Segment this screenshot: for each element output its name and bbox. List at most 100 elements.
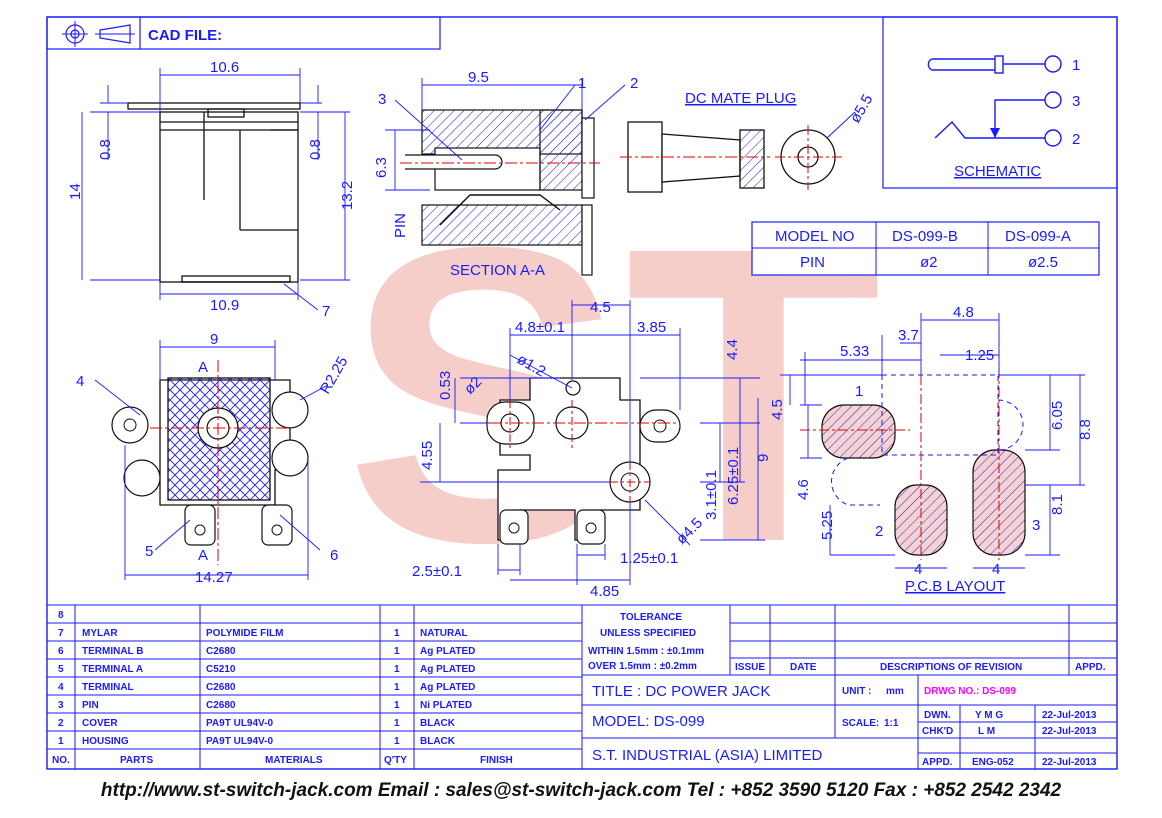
scale-label: SCALE: (842, 718, 879, 729)
section-label: SECTION A-A (450, 262, 545, 279)
dc-mate-plug-label: DC MATE PLUG (685, 90, 796, 107)
tolerance-subtitle: UNLESS SPECIFIED (600, 628, 696, 639)
dim-bottom-4-8: 4.8±0.1 (515, 319, 565, 336)
pin-a-value: ø2.5 (1028, 254, 1058, 271)
schematic-label: SCHEMATIC (954, 163, 1041, 180)
bom-part: TERMINAL (82, 682, 134, 693)
bom-finish: BLACK (420, 736, 456, 747)
revision-date-header: DATE (790, 662, 817, 673)
dim-pcb-3-7: 3.7 (898, 327, 919, 344)
approved-label: APPD. (922, 757, 953, 768)
unit-value: mm (886, 686, 904, 697)
schematic-pin-3: 3 (1072, 93, 1080, 110)
tolerance-title: TOLERANCE (620, 612, 682, 623)
dim-side-height: 14 (67, 183, 84, 200)
bom-qty: 1 (394, 664, 400, 675)
bom-no: 2 (58, 718, 64, 729)
dim-pcb-5-33: 5.33 (840, 343, 869, 360)
pcb-layout-dims (780, 313, 1085, 569)
dim-pcb-8-8: 8.8 (1077, 419, 1094, 440)
cad-file-label: CAD FILE: (148, 27, 222, 44)
bom-finish: BLACK (420, 718, 456, 729)
title-block-text: TOLERANCE UNLESS SPECIFIED WITHIN 1.5mm … (588, 612, 1106, 768)
bom-qty: 1 (394, 682, 400, 693)
dim-pcb-1-25: 1.25 (965, 347, 994, 364)
bom-no: 7 (58, 628, 64, 639)
bottom-view (486, 377, 681, 545)
revision-issue-header: ISSUE (735, 662, 765, 673)
bom-finish: NATURAL (420, 628, 468, 639)
callout-3: 3 (378, 91, 386, 108)
bom-part: HOUSING (82, 736, 129, 747)
pcb-layout-label: P.C.B LAYOUT (905, 578, 1005, 595)
side-view (127, 102, 301, 283)
dim-pcb-4-8: 4.8 (953, 304, 974, 321)
drawing-title: TITLE : DC POWER JACK (592, 683, 770, 700)
approved-date: 22-Jul-2013 (1042, 757, 1097, 768)
checked-label: CHK'D (922, 726, 953, 737)
dim-pcb-5-25: 5.25 (819, 511, 836, 540)
bom-no: 1 (58, 736, 64, 747)
bom-finish: Ag PLATED (420, 682, 475, 693)
scale-value: 1:1 (884, 718, 899, 729)
callout-6: 6 (330, 547, 338, 564)
dc-mate-plug-view (620, 111, 856, 193)
bom-part: PIN (82, 700, 99, 711)
bom-material: POLYMIDE FILM (206, 628, 283, 639)
bom-no: 5 (58, 664, 64, 675)
dim-front-overall: 14.27 (195, 569, 233, 586)
dim-bottom-9: 9 (755, 454, 772, 462)
pcb-pad-2: 2 (875, 523, 883, 540)
model-no-header: MODEL NO (775, 228, 854, 245)
dim-front-width: 9 (210, 331, 218, 348)
bom-qty: 1 (394, 700, 400, 711)
bom-no: 3 (58, 700, 64, 711)
company-name: S.T. INDUSTRIAL (ASIA) LIMITED (592, 747, 822, 764)
dim-side-width-bottom: 10.9 (210, 297, 239, 314)
callout-1: 1 (578, 75, 586, 92)
callout-4: 4 (76, 373, 84, 390)
bom-part: COVER (82, 718, 118, 729)
checked-value: L M (978, 726, 995, 737)
schematic-box: 1 3 2 SCHEMATIC (882, 16, 1118, 189)
bom-material: C2680 (206, 646, 236, 657)
dim-side-height-inner: 13.2 (339, 181, 356, 210)
bom-no: 8 (58, 610, 64, 621)
bom-material: C2680 (206, 700, 236, 711)
dim-bottom-1-25: 1.25±0.1 (620, 550, 678, 567)
tolerance-over: OVER 1.5mm : ±0.2mm (588, 661, 697, 672)
approved-value: ENG-052 (972, 757, 1014, 768)
bom-part: TERMINAL A (82, 664, 143, 675)
dim-plug-diameter: ø5.5 (847, 92, 877, 126)
contact-footer: http://www.st-switch-jack.com Email : sa… (100, 780, 1062, 801)
bom-header-no: NO. (52, 755, 70, 766)
section-marker-bottom: A (198, 547, 208, 564)
dim-pcb-4-5: 4.5 (769, 399, 786, 420)
section-dims (385, 78, 626, 191)
bom-no: 6 (58, 646, 64, 657)
bom-material: C2680 (206, 682, 236, 693)
pin-side-label: PIN (392, 213, 409, 238)
bom-material: C5210 (206, 664, 236, 675)
bom-header-qty: Q'TY (384, 755, 407, 766)
bom-qty: 1 (394, 628, 400, 639)
dim-section-length: 9.5 (468, 69, 489, 86)
revision-appd-header: APPD. (1075, 662, 1106, 673)
dim-bottom-2-5: 2.5±0.1 (412, 563, 462, 580)
tolerance-within: WITHIN 1.5mm : ±0.1mm (588, 646, 704, 657)
bom-qty: 1 (394, 646, 400, 657)
bom-finish: Ag PLATED (420, 646, 475, 657)
drawn-value: Y M G (975, 710, 1003, 721)
dim-side-right-small: 0.8 (307, 139, 324, 160)
bom-qty: 1 (394, 736, 400, 747)
callout-2: 2 (630, 75, 638, 92)
side-view-dims (81, 68, 350, 311)
dim-bottom-4-55: 4.55 (419, 441, 436, 470)
dim-pcb-4-left: 4 (914, 561, 922, 578)
drawn-label: DWN. (924, 710, 951, 721)
dim-bottom-4-85: 4.85 (590, 583, 619, 600)
revision-description-header: DESCRIPTIONS OF REVISION (880, 662, 1022, 673)
title-block (581, 604, 1118, 770)
model-a-header: DS-099-A (1005, 228, 1071, 245)
